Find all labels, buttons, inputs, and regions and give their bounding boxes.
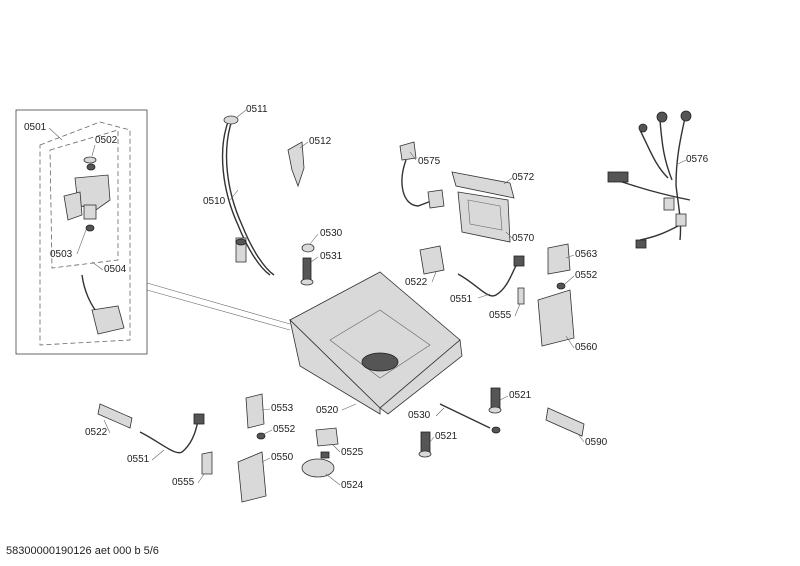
- callout-0524: 0524: [341, 480, 364, 491]
- callout-0521-lower: 0521: [435, 431, 458, 442]
- clip-part: [287, 141, 305, 188]
- callout-0502: 0502: [95, 135, 118, 146]
- callout-0510: 0510: [203, 196, 226, 207]
- callout-0575: 0575: [418, 156, 441, 167]
- callout-0511: 0511: [246, 104, 268, 115]
- valve-assembly: [63, 156, 125, 335]
- document-id-footer: 58300000190126 aet 000 b 5/6: [6, 545, 159, 557]
- cover-part: [451, 171, 515, 243]
- callout-0551-upper: 0551: [450, 294, 473, 305]
- callout-0512: 0512: [309, 136, 332, 147]
- callout-0560: 0560: [575, 342, 598, 353]
- callout-0555-upper: 0555: [489, 310, 512, 321]
- callout-0525: 0525: [341, 447, 364, 458]
- leader-lines: [48, 109, 687, 486]
- callout-0530-lower: 0530: [408, 410, 431, 421]
- foot-screw-top: [300, 243, 315, 286]
- callout-0530-top: 0530: [320, 228, 343, 239]
- callout-0576: 0576: [686, 154, 709, 165]
- callout-0522-upper: 0522: [405, 277, 428, 288]
- callout-0555-lower: 0555: [172, 477, 195, 488]
- callout-0570: 0570: [512, 233, 535, 244]
- callout-0572: 0572: [512, 172, 535, 183]
- callout-0503: 0503: [50, 249, 73, 260]
- base-tub: [289, 271, 463, 415]
- lower-middle-cluster: [237, 393, 339, 503]
- callout-0550: 0550: [271, 452, 294, 463]
- callout-0552-lower: 0552: [273, 424, 296, 435]
- callout-0522-lower: 0522: [85, 427, 108, 438]
- left-lower-cluster: [97, 403, 213, 475]
- wiring-harness: [607, 110, 692, 249]
- callout-0590: 0590: [585, 437, 608, 448]
- cable-0575: [399, 141, 445, 209]
- callout-0504: 0504: [104, 264, 127, 275]
- detail-inset: [15, 109, 291, 355]
- callout-0552-upper: 0552: [575, 270, 598, 281]
- callout-0531: 0531: [320, 251, 343, 262]
- callout-0501: 0501: [24, 122, 47, 133]
- callout-0553: 0553: [271, 403, 294, 414]
- callout-0563: 0563: [575, 249, 598, 260]
- right-upper-cluster: [419, 243, 575, 347]
- hose-assembly: [221, 115, 275, 276]
- callout-0521-upper: 0521: [509, 390, 532, 401]
- right-lower-cluster: [418, 387, 585, 458]
- callout-0551-lower: 0551: [127, 454, 150, 465]
- callout-0520: 0520: [316, 405, 339, 416]
